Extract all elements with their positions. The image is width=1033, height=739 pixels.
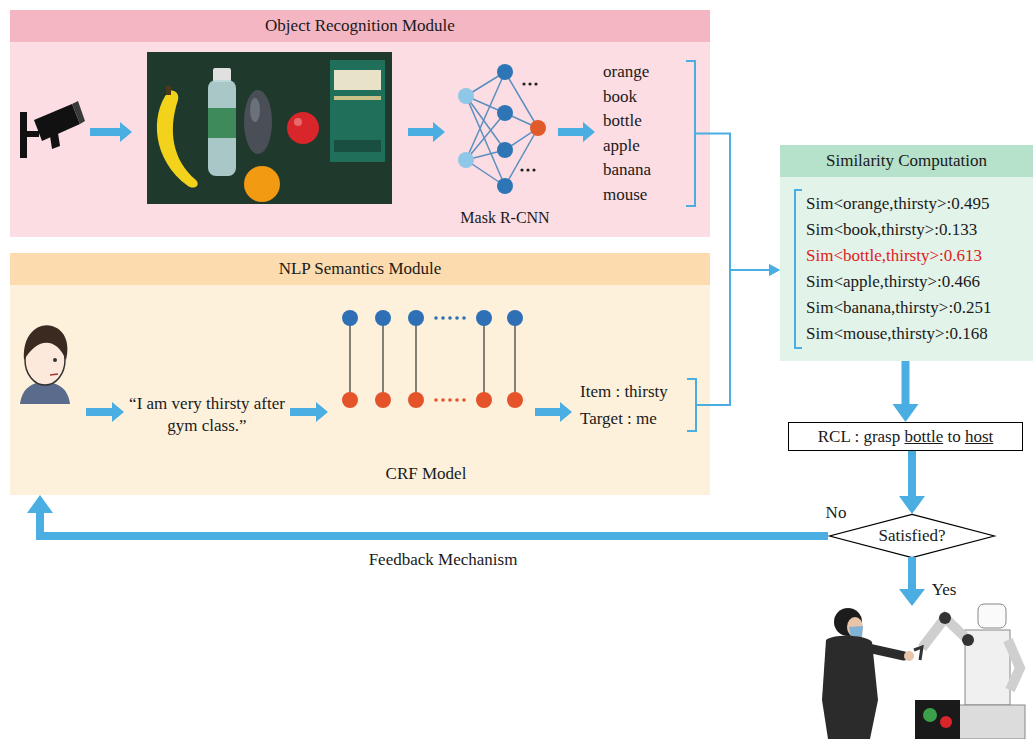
score-list: Sim<orange,thirsty>:0.495Sim<book,thirst…: [780, 177, 1033, 361]
branch-label: No: [826, 502, 847, 524]
similarity-score: Sim<banana,thirsty>:0.251: [806, 295, 1027, 321]
list-text: orange book bottle apple banana mouse: [603, 60, 651, 207]
arrow-head: [893, 404, 919, 422]
edge-label: Feedback Mechanism: [366, 550, 521, 570]
similarity-panel: Similarity ComputationSim<orange,thirsty…: [780, 145, 1033, 361]
command-text: RCL : grasp bottle to host: [789, 423, 1022, 450]
command-word: to: [947, 427, 960, 446]
semantic-output: Item : thirstyTarget : me: [580, 378, 697, 432]
connector-line: [696, 134, 769, 271]
bracket: [686, 60, 696, 207]
decision-text: Satisfied?: [878, 526, 945, 546]
diamond-shape: [830, 514, 995, 557]
connector-line: [902, 361, 910, 404]
arrow-head: [769, 264, 780, 276]
camera-icon: [20, 101, 85, 158]
connector-line: [40, 513, 828, 536]
arrow-head: [899, 496, 925, 514]
connector-line: [908, 451, 916, 496]
connector: [893, 361, 919, 422]
similarity-score: Sim<orange,thirsty>:0.495: [806, 191, 1027, 217]
network-graphic: [466, 72, 538, 186]
arrow-head: [27, 495, 53, 513]
connector: [696, 134, 780, 277]
command-word: grasp: [863, 427, 900, 446]
robot-photo: [822, 604, 1025, 739]
decision-diamond: Satisfied?: [828, 514, 996, 558]
arrow-head: [769, 264, 780, 276]
network-nodes: [458, 64, 546, 194]
command-word: host: [965, 427, 993, 446]
command-word: RCL: [818, 427, 850, 446]
list-text: Target : me: [580, 405, 673, 432]
module-panel: NLP Semantics ModuleItem : thirstyTarget…: [10, 253, 710, 495]
list-text: Item : thirsty: [580, 378, 673, 405]
speech-quote: “I am very thirsty after gym class.”: [125, 393, 290, 437]
user-icon: [20, 325, 70, 404]
connector: [899, 451, 925, 514]
model-label: CRF Model: [386, 463, 467, 485]
yes-arrow: [899, 557, 925, 606]
command-word: :: [854, 427, 859, 446]
connector: [697, 264, 780, 405]
command-word: bottle: [904, 427, 943, 446]
connector: [27, 495, 828, 536]
bracket: [794, 189, 802, 349]
similarity-score: Sim<apple,thirsty>:0.466: [806, 269, 1027, 295]
crf-graphic: [342, 310, 523, 408]
module-title: Similarity Computation: [780, 145, 1033, 177]
similarity-score: Sim<book,thirsty>:0.133: [806, 217, 1027, 243]
command-box: RCL : grasp bottle to host: [788, 422, 1023, 451]
bracket: [687, 378, 697, 432]
label-list: orange book bottle apple banana mouse: [603, 60, 696, 207]
similarity-score: Sim<mouse,thirsty>:0.168: [806, 321, 1027, 347]
connector-line: [697, 270, 769, 405]
module-title: NLP Semantics Module: [10, 253, 710, 285]
module-title: Object Recognition Module: [10, 10, 710, 42]
similarity-score: Sim<bottle,thirsty>:0.613: [806, 243, 1027, 269]
model-label: Mask R-CNN: [460, 208, 549, 229]
objects-photo: [147, 52, 392, 204]
branch-label: Yes: [932, 579, 957, 601]
